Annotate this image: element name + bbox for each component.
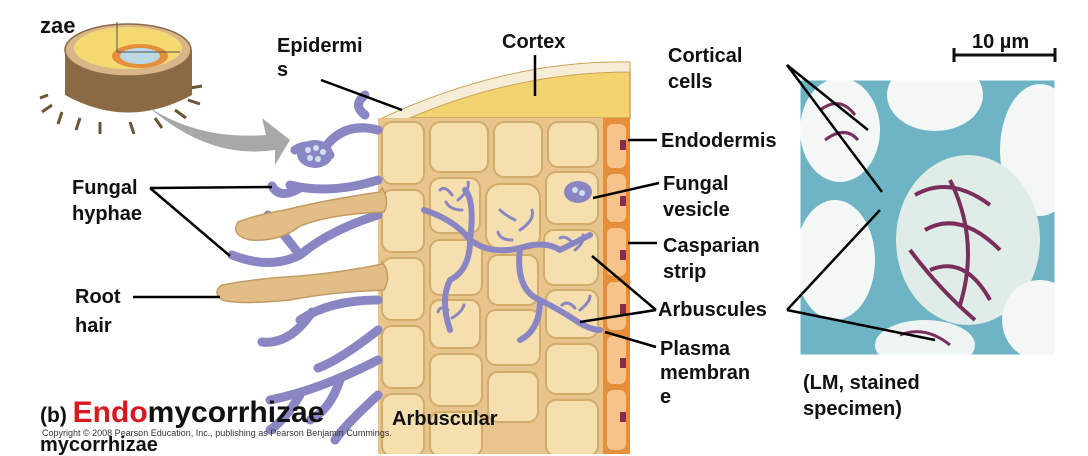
zoom-arrow [150,108,290,165]
copyright-notice: Copyright © 2008 Pearson Education, Inc.… [42,428,392,438]
figure-title-red: Endo [72,396,148,429]
root-hairs [216,186,389,304]
label-lm-line2: specimen) [803,398,902,420]
label-arbuscular-line1: Arbuscular [392,408,498,430]
micrograph [800,80,1055,355]
label-casparian-line2: strip [663,261,707,283]
label-lm-line1: (LM, stained [803,372,920,394]
figure-part-letter: (b) [40,404,73,427]
root-cross-section-thumbnail [39,22,203,135]
label-fungal-vesicle-line2: vesicle [663,199,730,221]
scale-bar [952,48,1057,62]
figure-title: (b) Endomycorrhizae [40,396,324,435]
label-epidermis-line2: s [277,59,289,81]
label-plasma-line3: e [660,386,672,408]
label-fungal-hyphae-line2: hyphae [72,203,143,225]
label-fragment-zae: zae [40,13,76,38]
label-plasma-line1: Plasma [660,338,731,360]
label-casparian-line1: Casparian [663,235,760,257]
label-fungal-vesicle-line1: Fungal [663,173,729,195]
label-fungal-hyphae-line1: Fungal [72,177,138,199]
figure-title-black: mycorrhizae [147,396,325,429]
label-cortex: Cortex [502,31,566,53]
fungal-vesicles [297,140,592,203]
label-scale-bar: 10 µm [972,31,1030,53]
label-cortical-line1: Cortical [668,45,743,67]
label-cortical-line2: cells [668,71,713,93]
label-plasma-line2: membran [660,362,751,384]
fungal-hyphae-network [227,90,603,445]
leader-lines [133,55,936,349]
label-arbuscular-line2: mycorrhizae [40,434,158,456]
label-endodermis: Endodermis [661,130,777,152]
root-tissue-block [377,61,631,454]
label-root-hair-line2: hair [75,315,112,337]
label-root-hair-line1: Root [75,286,121,308]
label-epidermis-line1: Epidermi [277,35,363,57]
label-arbuscules: Arbuscules [658,299,767,321]
